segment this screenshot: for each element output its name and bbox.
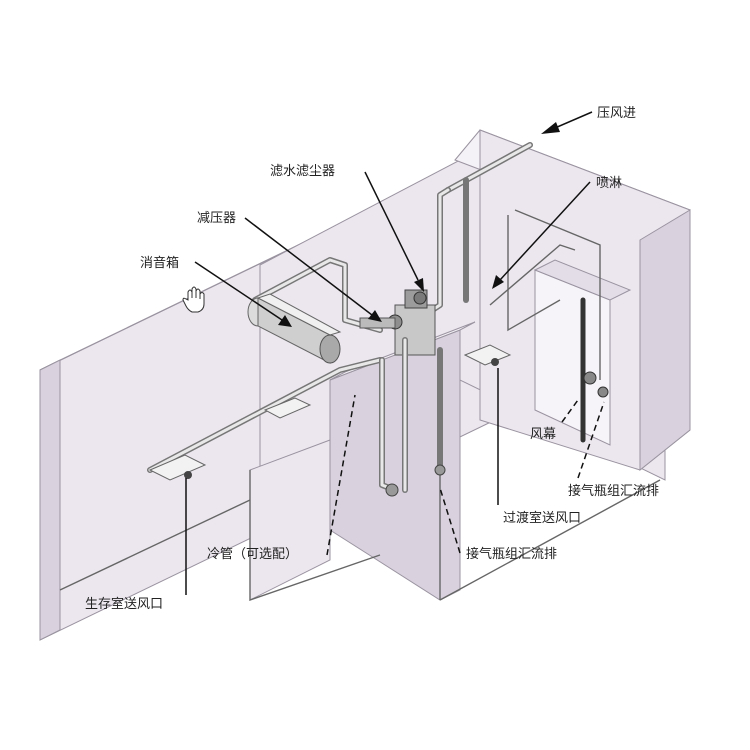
leader-compressed-air bbox=[541, 111, 593, 134]
leader-air-curtain bbox=[561, 399, 579, 423]
leader-cylinder-manifold-bottom bbox=[439, 487, 461, 554]
label-air-curtain: 风幕 bbox=[530, 427, 556, 442]
down-pipes bbox=[379, 337, 446, 497]
label-cooling-pipe: 冷管（可选配） bbox=[207, 547, 298, 562]
label-spray: 喷淋 bbox=[596, 176, 622, 191]
label-compressed-air-in: 压风进 bbox=[597, 106, 636, 121]
leader-pressure-reducer bbox=[244, 217, 382, 322]
spray-pipe bbox=[489, 209, 601, 380]
silencer-feed-pipe bbox=[252, 257, 383, 333]
main-supply-pipe bbox=[147, 357, 383, 473]
label-transition-room-outlet: 过渡室送风口 bbox=[503, 510, 581, 526]
label-pressure-reducer: 减压器 bbox=[197, 211, 236, 226]
label-water-dust-filter: 滤水滤尘器 bbox=[270, 164, 335, 179]
leader-silencer-box bbox=[194, 261, 292, 327]
right-door-opening bbox=[533, 259, 632, 446]
outlet-brackets bbox=[148, 344, 512, 481]
floor-wall-edges bbox=[59, 360, 661, 601]
label-cylinder-manifold-bottom: 接气瓶组汇流排 bbox=[466, 546, 557, 562]
label-silencer-box: 消音箱 bbox=[140, 255, 179, 271]
air-curtain-pipe bbox=[580, 297, 609, 443]
silencer-box bbox=[247, 293, 342, 364]
filter-manifold-assembly bbox=[359, 289, 436, 356]
leader-water-dust-filter bbox=[364, 171, 424, 292]
hand-cursor-icon bbox=[182, 286, 205, 313]
leader-cooling-pipe bbox=[326, 394, 356, 556]
leader-cylinder-manifold-right bbox=[577, 401, 605, 479]
leader-spray bbox=[492, 181, 591, 289]
label-survival-room-outlet: 生存室送风口 bbox=[85, 596, 163, 612]
label-cylinder-manifold-right: 接气瓶组汇流排 bbox=[568, 483, 659, 499]
